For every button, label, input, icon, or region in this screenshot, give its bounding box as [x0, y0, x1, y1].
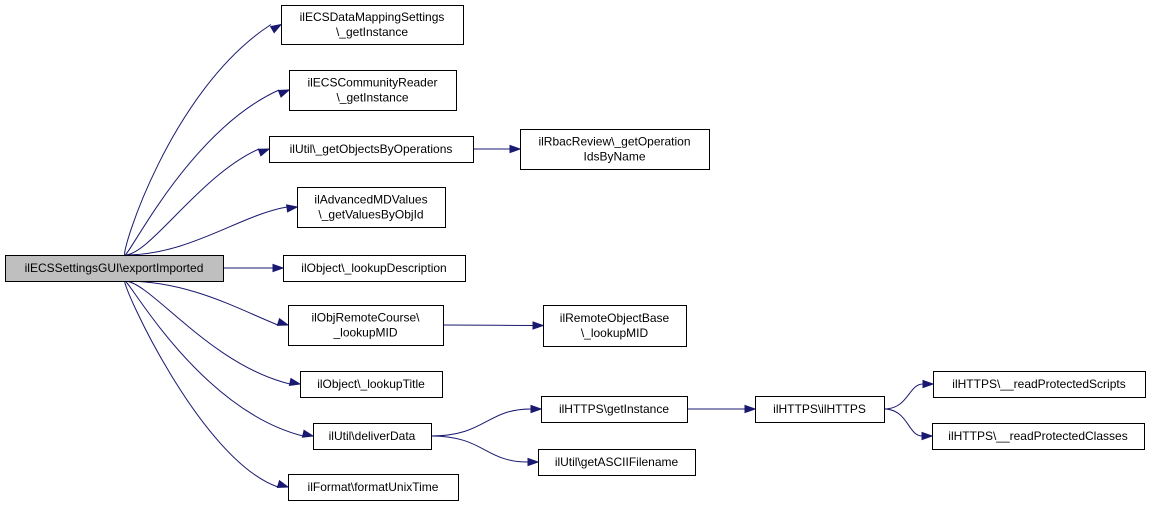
node-remote-object-base-label-line-1: \_lookupMID [581, 326, 649, 340]
node-ascii-filename-label-line-0: ilUtil\getASCIIFilename [555, 455, 679, 469]
node-https-construct-label-line-0: ilHTTPS\ilHTTPS [773, 402, 866, 416]
edge-remote-course-to-remote-object-base [442, 324, 534, 326]
node-lookup-title-box [300, 371, 443, 398]
edge-root-to-lookup-title [124, 280, 291, 385]
node-advanced-md-label-line-1: \_getValuesByObjId [318, 208, 423, 222]
node-deliver-data-box [313, 423, 432, 450]
node-get-objects-by-ops[interactable]: ilUtil\_getObjectsByOperations [269, 136, 474, 163]
edge-root-to-deliver-data [124, 280, 304, 437]
node-advanced-md-label-line-0: ilAdvancedMDValues [314, 193, 427, 207]
edge-root-to-get-objects-by-ops [124, 148, 260, 256]
nodes-layer: ilECSSettingsGUI\exportImported ilECSData… [5, 5, 1146, 501]
edge-root-to-advanced-md-arrowhead [286, 204, 299, 213]
node-deliver-data[interactable]: ilUtil\deliverData [313, 423, 432, 450]
node-get-objects-by-ops-label-line-0: ilUtil\_getObjectsByOperations [290, 142, 453, 156]
node-lookup-description-label-line-0: ilObject\_lookupDescription [301, 261, 446, 275]
node-read-protected-classes-box [932, 423, 1145, 450]
edge-root-to-lookup-description-arrowhead [272, 263, 285, 273]
node-https-get-instance[interactable]: ilHTTPS\getInstance [541, 396, 688, 423]
edge-root-to-get-objects-by-ops-arrowhead [257, 148, 271, 157]
node-https-construct[interactable]: ilHTTPS\ilHTTPS [755, 396, 885, 423]
node-advanced-md[interactable]: ilAdvancedMDValues\_getValuesByObjId [297, 187, 446, 228]
node-rbac-review-label-line-1: IdsByName [583, 150, 645, 164]
node-community-reader-label-line-0: ilECSCommunityReader [307, 76, 437, 90]
node-read-protected-scripts-label-line-0: ilHTTPS\__readProtectedScripts [952, 377, 1125, 391]
node-remote-object-base-label-line-0: ilRemoteObjectBase [560, 311, 670, 325]
node-advanced-md-box [297, 187, 446, 228]
node-remote-course-label-line-1: _lookupMID [332, 326, 397, 340]
node-format-unix-time-label-line-0: ilFormat\formatUnixTime [308, 480, 439, 494]
node-community-reader-label-line-1: \_getInstance [336, 91, 408, 105]
edge-root-to-data-mapping-arrowhead [269, 23, 283, 34]
edge-root-to-advanced-md [124, 206, 288, 256]
node-read-protected-scripts[interactable]: ilHTTPS\__readProtectedScripts [933, 371, 1146, 398]
node-data-mapping-box [281, 5, 464, 45]
node-remote-course-box [288, 305, 444, 346]
node-get-objects-by-ops-box [269, 136, 474, 163]
node-root[interactable]: ilECSSettingsGUI\exportImported [5, 255, 224, 282]
edge-root-to-community-reader [124, 89, 280, 256]
edge-https-construct-to-read-protected-scripts [883, 383, 924, 410]
node-read-protected-scripts-box [933, 371, 1146, 398]
edge-https-construct-to-read-protected-classes-arrowhead [921, 431, 934, 441]
node-data-mapping-label-line-0: ilECSDataMappingSettings [300, 10, 445, 24]
node-deliver-data-label-line-0: ilUtil\deliverData [329, 429, 416, 443]
node-remote-course[interactable]: ilObjRemoteCourse\_lookupMID [288, 305, 444, 346]
node-lookup-title[interactable]: ilObject\_lookupTitle [300, 371, 443, 398]
node-lookup-title-label-line-0: ilObject\_lookupTitle [317, 377, 425, 391]
edge-deliver-data-to-ascii-filename-arrowhead [527, 457, 540, 467]
edge-https-construct-to-read-protected-classes [883, 408, 923, 437]
edge-root-to-format-unix-time [124, 280, 279, 488]
node-https-construct-box [755, 396, 885, 423]
edge-root-to-data-mapping [124, 24, 272, 256]
node-rbac-review-box [520, 129, 710, 170]
node-rbac-review-label-line-0: ilRbacReview\_getOperation [538, 135, 690, 149]
node-read-protected-classes[interactable]: ilHTTPS\__readProtectedClasses [932, 423, 1145, 450]
node-read-protected-classes-label-line-0: ilHTTPS\__readProtectedClasses [948, 429, 1127, 443]
edge-root-to-format-unix-time-arrowhead [276, 479, 290, 488]
edge-remote-course-to-remote-object-base-arrowhead [532, 321, 545, 330]
node-format-unix-time[interactable]: ilFormat\formatUnixTime [288, 474, 459, 501]
edge-root-to-remote-course [124, 280, 279, 326]
edge-https-get-instance-to-https-construct-arrowhead [744, 404, 757, 414]
node-community-reader-box [289, 70, 457, 111]
edge-deliver-data-to-ascii-filename [430, 435, 529, 463]
edge-root-to-lookup-title-arrowhead [288, 377, 302, 386]
node-data-mapping-label-line-1: \_getInstance [336, 25, 408, 39]
node-community-reader[interactable]: ilECSCommunityReader\_getInstance [289, 70, 457, 111]
edge-root-to-community-reader-arrowhead [277, 89, 291, 98]
node-remote-object-base[interactable]: ilRemoteObjectBase\_lookupMID [543, 305, 687, 347]
node-https-get-instance-box [541, 396, 688, 423]
edge-root-to-deliver-data-arrowhead [301, 429, 315, 438]
edge-get-objects-by-ops-to-rbac-review-arrowhead [509, 144, 522, 154]
node-root-box [5, 255, 224, 282]
edge-https-construct-to-read-protected-scripts-arrowhead [922, 379, 935, 389]
edge-deliver-data-to-https-get-instance [430, 408, 532, 437]
node-root-label-line-0: ilECSSettingsGUI\exportImported [25, 261, 204, 275]
edge-root-to-remote-course-arrowhead [276, 317, 290, 326]
node-ascii-filename[interactable]: ilUtil\getASCIIFilename [538, 449, 696, 476]
edge-deliver-data-to-https-get-instance-arrowhead [530, 404, 543, 414]
node-lookup-description[interactable]: ilObject\_lookupDescription [283, 255, 466, 282]
node-remote-object-base-box [543, 305, 687, 347]
node-remote-course-label-line-0: ilObjRemoteCourse\ [311, 311, 420, 325]
node-format-unix-time-box [288, 474, 459, 501]
node-ascii-filename-box [538, 449, 696, 476]
node-data-mapping[interactable]: ilECSDataMappingSettings\_getInstance [281, 5, 464, 45]
edges-layer [124, 23, 935, 488]
node-https-get-instance-label-line-0: ilHTTPS\getInstance [559, 402, 669, 416]
node-lookup-description-box [283, 255, 466, 282]
